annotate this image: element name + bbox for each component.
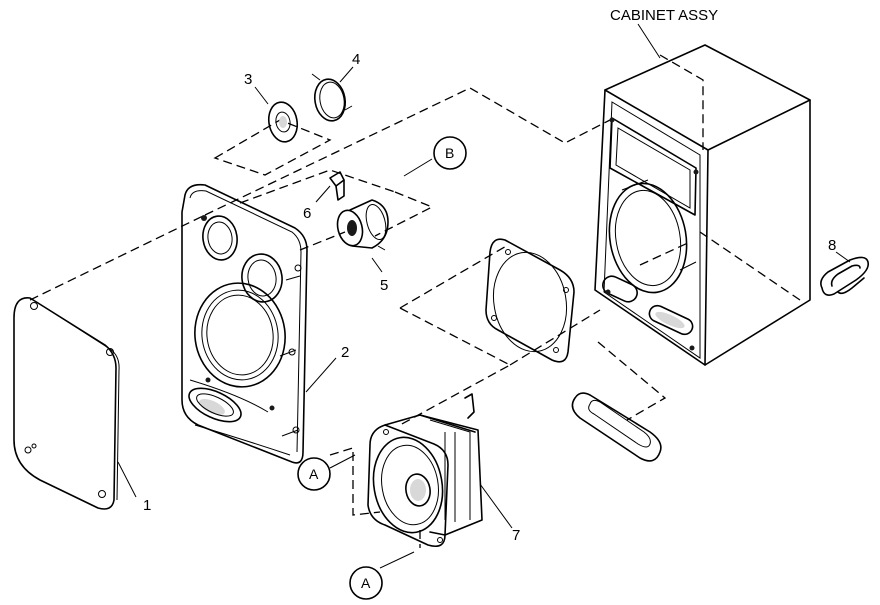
port-ring — [571, 392, 662, 462]
midrange-driver-part-5 — [336, 199, 389, 251]
callout-part-4: 4 — [352, 51, 360, 68]
connector-b: B — [433, 136, 467, 170]
callout-part-2: 2 — [341, 344, 349, 361]
front-baffle-part-2 — [181, 183, 308, 464]
dashed-leaders — [29, 54, 801, 548]
connector-a-bottom: A — [349, 566, 383, 600]
woofer-part-7 — [367, 393, 483, 548]
callout-part-5: 5 — [380, 277, 388, 294]
tweeter-washer-part-3 — [267, 101, 299, 143]
callout-part-3: 3 — [244, 71, 252, 88]
connector-a-top-label: A — [309, 466, 319, 482]
connector-a-top: A — [297, 457, 331, 491]
callout-part-6: 6 — [303, 205, 311, 222]
callout-leaders — [117, 23, 851, 569]
connector-b-label: B — [445, 145, 454, 161]
callout-part-8: 8 — [828, 237, 836, 254]
woofer-gasket — [485, 238, 575, 363]
callout-part-7: 7 — [512, 527, 520, 544]
bracket-part-6 — [329, 171, 345, 201]
callout-part-1: 1 — [143, 497, 151, 514]
cabinet-assy-label: CABINET ASSY — [610, 7, 718, 24]
tweeter-cover-part-4 — [311, 73, 353, 122]
cabinet-assembly — [594, 44, 811, 366]
clip-part-8 — [820, 256, 870, 296]
connector-a-bottom-label: A — [361, 575, 371, 591]
grille-part-1 — [13, 297, 120, 510]
